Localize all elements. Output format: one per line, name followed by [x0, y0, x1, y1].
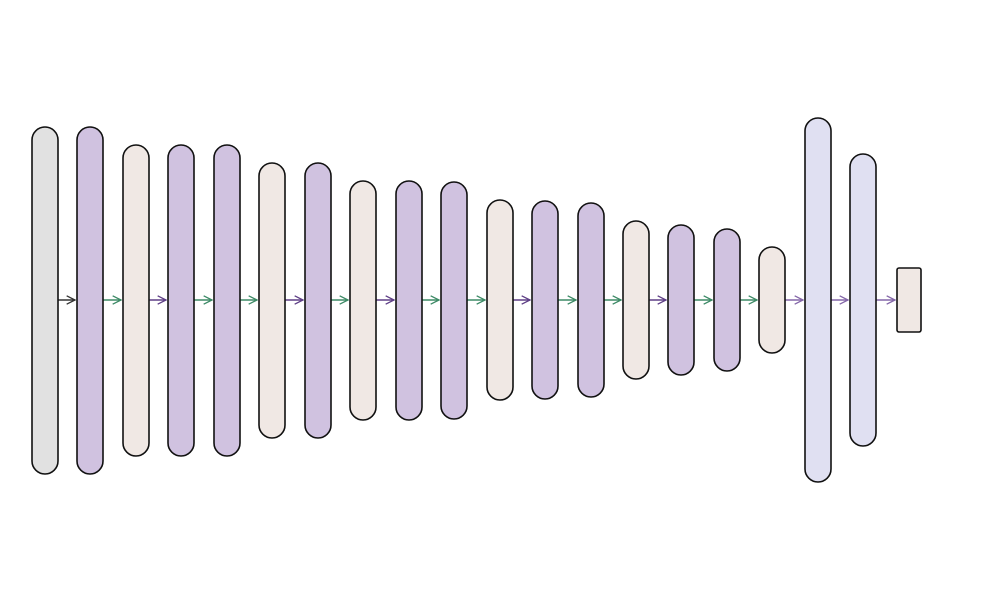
pool-layer-block — [258, 162, 286, 439]
dense-layer-block — [804, 117, 832, 483]
conv-layer-block — [395, 180, 423, 421]
conv-layer-block — [577, 202, 605, 398]
conv-layer-block — [213, 144, 241, 457]
conv-layer-block — [440, 181, 468, 420]
pool-layer-block — [758, 246, 786, 354]
conv-layer-block — [531, 200, 559, 400]
conv-layer-block — [304, 162, 332, 439]
conv-layer-block — [76, 126, 104, 475]
layer-blocks — [31, 117, 922, 483]
pool-layer-block — [622, 220, 650, 380]
conv-layer-block — [167, 144, 195, 457]
pool-layer-block — [122, 144, 150, 457]
dense-layer-block — [849, 153, 877, 447]
conv-layer-block — [713, 228, 741, 372]
output-layer-block — [896, 267, 922, 333]
pool-layer-block — [349, 180, 377, 421]
conv-layer-block — [667, 224, 695, 376]
pool-layer-block — [486, 199, 514, 401]
input-layer-block — [31, 126, 59, 475]
